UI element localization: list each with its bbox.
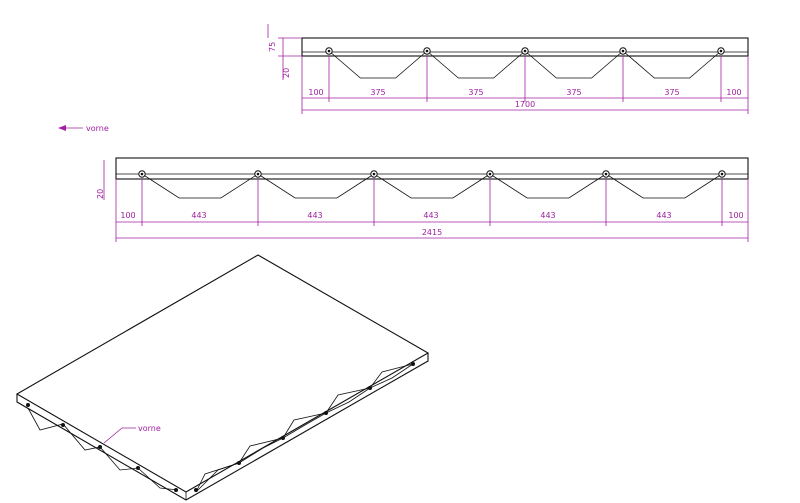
- v2-extension-lines: [141, 179, 723, 226]
- iso-node: [324, 411, 328, 415]
- v2-cable-bays: [141, 173, 723, 199]
- bay-dim-l2: 443: [307, 211, 322, 220]
- bay-dim-1: 375: [370, 88, 385, 97]
- bay-dim-l3: 443: [423, 211, 438, 220]
- v1-cable-bays: [328, 50, 722, 79]
- iso-front-label: vorne: [138, 424, 161, 433]
- iso-node: [61, 423, 65, 427]
- end-dim-left-2415: 100: [120, 211, 135, 220]
- anchor-node-center: [621, 49, 625, 53]
- bay-dim-3: 375: [566, 88, 581, 97]
- front-arrow-head: [58, 125, 66, 131]
- cable-bay: [605, 173, 723, 199]
- view-1700: 75 20 100 100 375 375 375 375 1700: [267, 24, 749, 114]
- v1-nodes: [325, 47, 725, 55]
- cable-bay: [426, 50, 526, 79]
- anchor-node-center: [719, 49, 723, 53]
- iso-front-leader: [103, 427, 136, 444]
- cable-bay: [141, 173, 259, 199]
- anchor-node-center: [604, 172, 608, 176]
- iso-nodes: [26, 362, 415, 492]
- iso-edge-thickness: [16, 353, 429, 501]
- isometric-view: vorne: [15, 254, 430, 501]
- height-dim-75: 75: [268, 42, 277, 52]
- iso-node: [194, 488, 198, 492]
- iso-node: [368, 386, 372, 390]
- cable-bay: [328, 50, 428, 79]
- iso-node: [237, 461, 241, 465]
- anchor-node-center: [720, 172, 724, 176]
- anchor-node-center: [425, 49, 429, 53]
- iso-node: [136, 466, 140, 470]
- anchor-node-center: [327, 49, 331, 53]
- bay-dim-l4: 443: [540, 211, 555, 220]
- end-dim-right-1700: 100: [726, 88, 741, 97]
- iso-top-face: [15, 254, 430, 493]
- anchor-node-center: [256, 172, 260, 176]
- v2-nodes: [138, 170, 726, 178]
- anchor-node-center: [488, 172, 492, 176]
- front-arrow-label: vorne: [86, 124, 109, 133]
- bay-dim-2: 375: [468, 88, 483, 97]
- iso-node: [281, 436, 285, 440]
- plate-outline-2415: [115, 157, 749, 180]
- anchor-node-center: [523, 49, 527, 53]
- v1-extension-lines: [328, 56, 722, 102]
- bay-dim-l5: 443: [656, 211, 671, 220]
- iso-cable-front: [27, 407, 179, 491]
- view-2415: 20 100 100 443 443 443 443 443 2415: [96, 157, 749, 242]
- anchor-node-center: [140, 172, 144, 176]
- end-dim-right-2415: 100: [728, 211, 743, 220]
- bay-dim-l1: 443: [191, 211, 206, 220]
- cable-bay: [489, 173, 607, 199]
- iso-node: [411, 362, 415, 366]
- cable-bay: [622, 50, 722, 79]
- cable-bay: [373, 173, 491, 199]
- end-dim-left-1700: 100: [308, 88, 323, 97]
- offset-dim-20-small: 20: [282, 68, 291, 78]
- offset-dim-20-large: 20: [96, 189, 105, 199]
- iso-node: [174, 488, 178, 492]
- front-arrow: vorne: [58, 124, 109, 133]
- iso-cable-right: [195, 363, 414, 493]
- total-dim-1700: 1700: [515, 100, 535, 109]
- iso-node: [26, 403, 30, 407]
- anchor-node-center: [372, 172, 376, 176]
- cable-bay: [524, 50, 624, 79]
- bay-dim-4: 375: [664, 88, 679, 97]
- iso-node: [98, 445, 102, 449]
- iso-cable-right-lower: [195, 363, 414, 493]
- cable-bay: [257, 173, 375, 199]
- total-dim-2415: 2415: [422, 228, 442, 237]
